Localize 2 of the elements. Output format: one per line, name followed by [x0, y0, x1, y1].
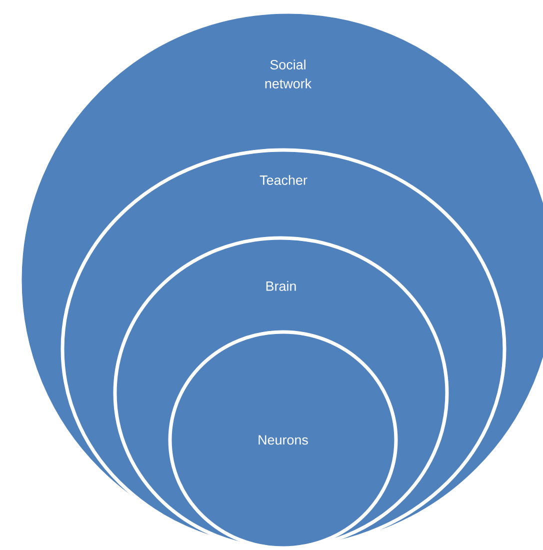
node-label: Teacher	[260, 175, 308, 185]
node-label: Neurons	[258, 435, 308, 445]
